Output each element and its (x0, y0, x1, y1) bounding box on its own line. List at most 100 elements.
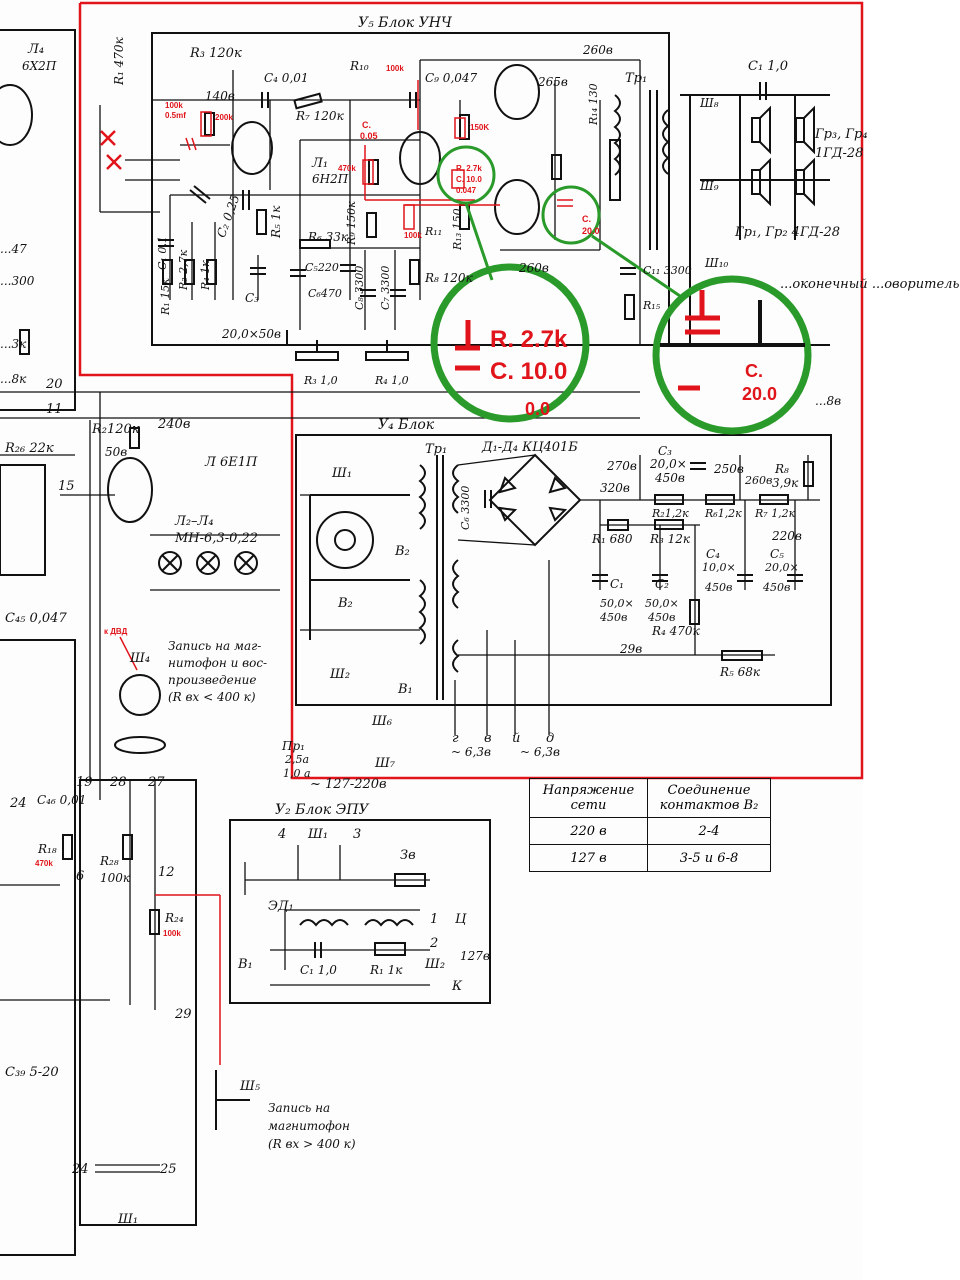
zoom-c20: 20.0 (742, 384, 778, 404)
u4-components (484, 461, 814, 661)
u4-c2-value-2: 450в (648, 611, 676, 624)
red-150k: 150K (470, 123, 490, 132)
r1-label: R₁ 470к (112, 37, 126, 85)
u4-out-d: д (546, 731, 555, 746)
c1-label: С₁ 0,1 (156, 236, 169, 270)
u4-pr1-value: 2,5а (285, 753, 310, 766)
u5-capacitors (158, 92, 636, 297)
u2-v127: 127в (460, 949, 490, 963)
u2-block-frame (229, 819, 491, 1004)
u4-r3: R₃ 12к (650, 532, 691, 546)
diode-bridge (488, 453, 582, 547)
r2-label: R₂ 2,7к (177, 249, 190, 290)
tube-l2l4-type: МН-6,3-0,22 (175, 531, 259, 546)
node-24: 24 (10, 796, 27, 811)
r10-label: R₁₀ (350, 59, 369, 73)
red-c005-value: 0.05 (360, 131, 378, 141)
table-cell-2-4: 2-4 (647, 817, 771, 845)
l-r18: R₁₈ (38, 842, 57, 856)
note-rec-play-1: Запись на маг- (168, 639, 262, 653)
node-20: 20 (46, 377, 63, 392)
zoom-circle-left (430, 263, 590, 423)
c3-value: 20,0×50в (222, 327, 282, 341)
l-sh4: Ш₄ (130, 651, 151, 666)
u2-u: Ц (455, 912, 467, 927)
c1-spk-label: С₁ 1,0 (748, 59, 788, 74)
gr34-label: Гр₃, Гр₄ (815, 127, 868, 142)
schematic-drawing (0, 1, 864, 1256)
u2-r1: R₁ 1к (370, 963, 403, 977)
l-r28-value: 100к (100, 871, 131, 885)
u4-tr1: Тр₁ (425, 442, 448, 457)
r4-label: R₄ 1к (199, 260, 212, 290)
u4-sh1: Ш₁ (332, 466, 353, 481)
tube-l4-type: 6Х2П (22, 59, 57, 73)
l-r24: R₂₄ (165, 911, 184, 925)
left-wiring (0, 392, 280, 1173)
u4-pr1: Пр₁ (282, 739, 305, 753)
u4-c3-value-2: 450в (655, 471, 685, 485)
tube-l4-label: Л₄ (28, 42, 45, 57)
l-r2: R₂120к (92, 422, 140, 437)
u4-pr1-value-2: 1,0 а (283, 767, 311, 780)
l-c45: С₄₅ 0,047 (5, 611, 67, 626)
u4-b2: В₂ (395, 544, 410, 559)
u4-out-63a: ~ 6,3в (451, 745, 491, 759)
u5-potentiometers (286, 330, 409, 361)
note-rec-play-3: произведение (168, 673, 257, 687)
red-100k-r24: 100k (163, 929, 181, 938)
v265-label: 265в (538, 75, 568, 89)
voltage-selector (309, 494, 410, 640)
l-v240: 240в (158, 417, 191, 432)
c5-label: С₅220 (305, 261, 339, 274)
u4-r2: R₂1,2к (652, 507, 689, 520)
v140-label: 140в (205, 89, 235, 103)
zoom-circle-right (652, 275, 812, 435)
r5-label: R₅ 1к (269, 205, 283, 238)
u5-external-lines (0, 105, 640, 419)
table-cell-127: 127 в (529, 844, 648, 872)
sh10-label: Ш₁₀ (705, 256, 729, 270)
node-28: 28 (110, 775, 127, 790)
u4-sh6: Ш₆ (372, 714, 393, 729)
gr12-label: Гр₁, Гр₂ 4ГД-28 (735, 225, 841, 240)
c6-label: С₆470 (308, 287, 342, 300)
left-47: ...47 (0, 242, 27, 256)
u4-r4: R₄ 470к (652, 624, 700, 638)
node-24b: 24 (72, 1162, 89, 1177)
left-8k: ...8к (0, 372, 27, 386)
u4-v270: 270в (607, 459, 637, 473)
node-6: 6 (76, 869, 85, 884)
u4-c4-value-2: 450в (705, 581, 733, 594)
zoom-c: C. (745, 361, 763, 381)
red-100k: 100k (165, 101, 183, 110)
r13-label: R₁₃ 150 (451, 208, 464, 250)
u4-c5-value: 20,0× (765, 561, 799, 574)
red-470k-r18: 470k (35, 859, 53, 868)
left-330: ...300 (0, 274, 35, 288)
tube-l1-type: 6Н2П (312, 172, 349, 186)
red-100k-c: 100k (404, 231, 422, 240)
u2-sh1: Ш₁ (308, 827, 329, 842)
u4-v260: 260в (745, 474, 773, 487)
l-sh1: Ш₁ (118, 1212, 139, 1227)
l-r28: R₂₈ (100, 854, 119, 868)
u2-sh2: Ш₂ (425, 957, 446, 972)
u4-c1: С₁ (610, 577, 624, 591)
l-c46: С₄₆ 0,01 (37, 793, 87, 807)
red-200k: 200k (215, 113, 233, 122)
u2-n3: 3 (353, 827, 362, 842)
node-25: 25 (160, 1162, 177, 1177)
left-section (0, 29, 258, 1256)
l-c39: С₃₉ 5-20 (5, 1065, 59, 1080)
red-kdvd: к ДВД (104, 627, 128, 636)
note-rec-play-4: (R вх < 400 к) (168, 690, 256, 704)
u4-r8-value: 3,9к (772, 476, 799, 490)
red-c10: C. 10.0 (456, 175, 482, 184)
u4-v220: 220в (772, 529, 802, 543)
r4-pot-label: R₄ 1,0 (375, 374, 409, 387)
table-header-voltage: Напряжение сети (529, 778, 648, 818)
u4-sh2: Ш₂ (330, 667, 351, 682)
u4-r1: R₁ 680 (592, 532, 633, 546)
u4-r5: R₅ 68к (720, 665, 761, 679)
